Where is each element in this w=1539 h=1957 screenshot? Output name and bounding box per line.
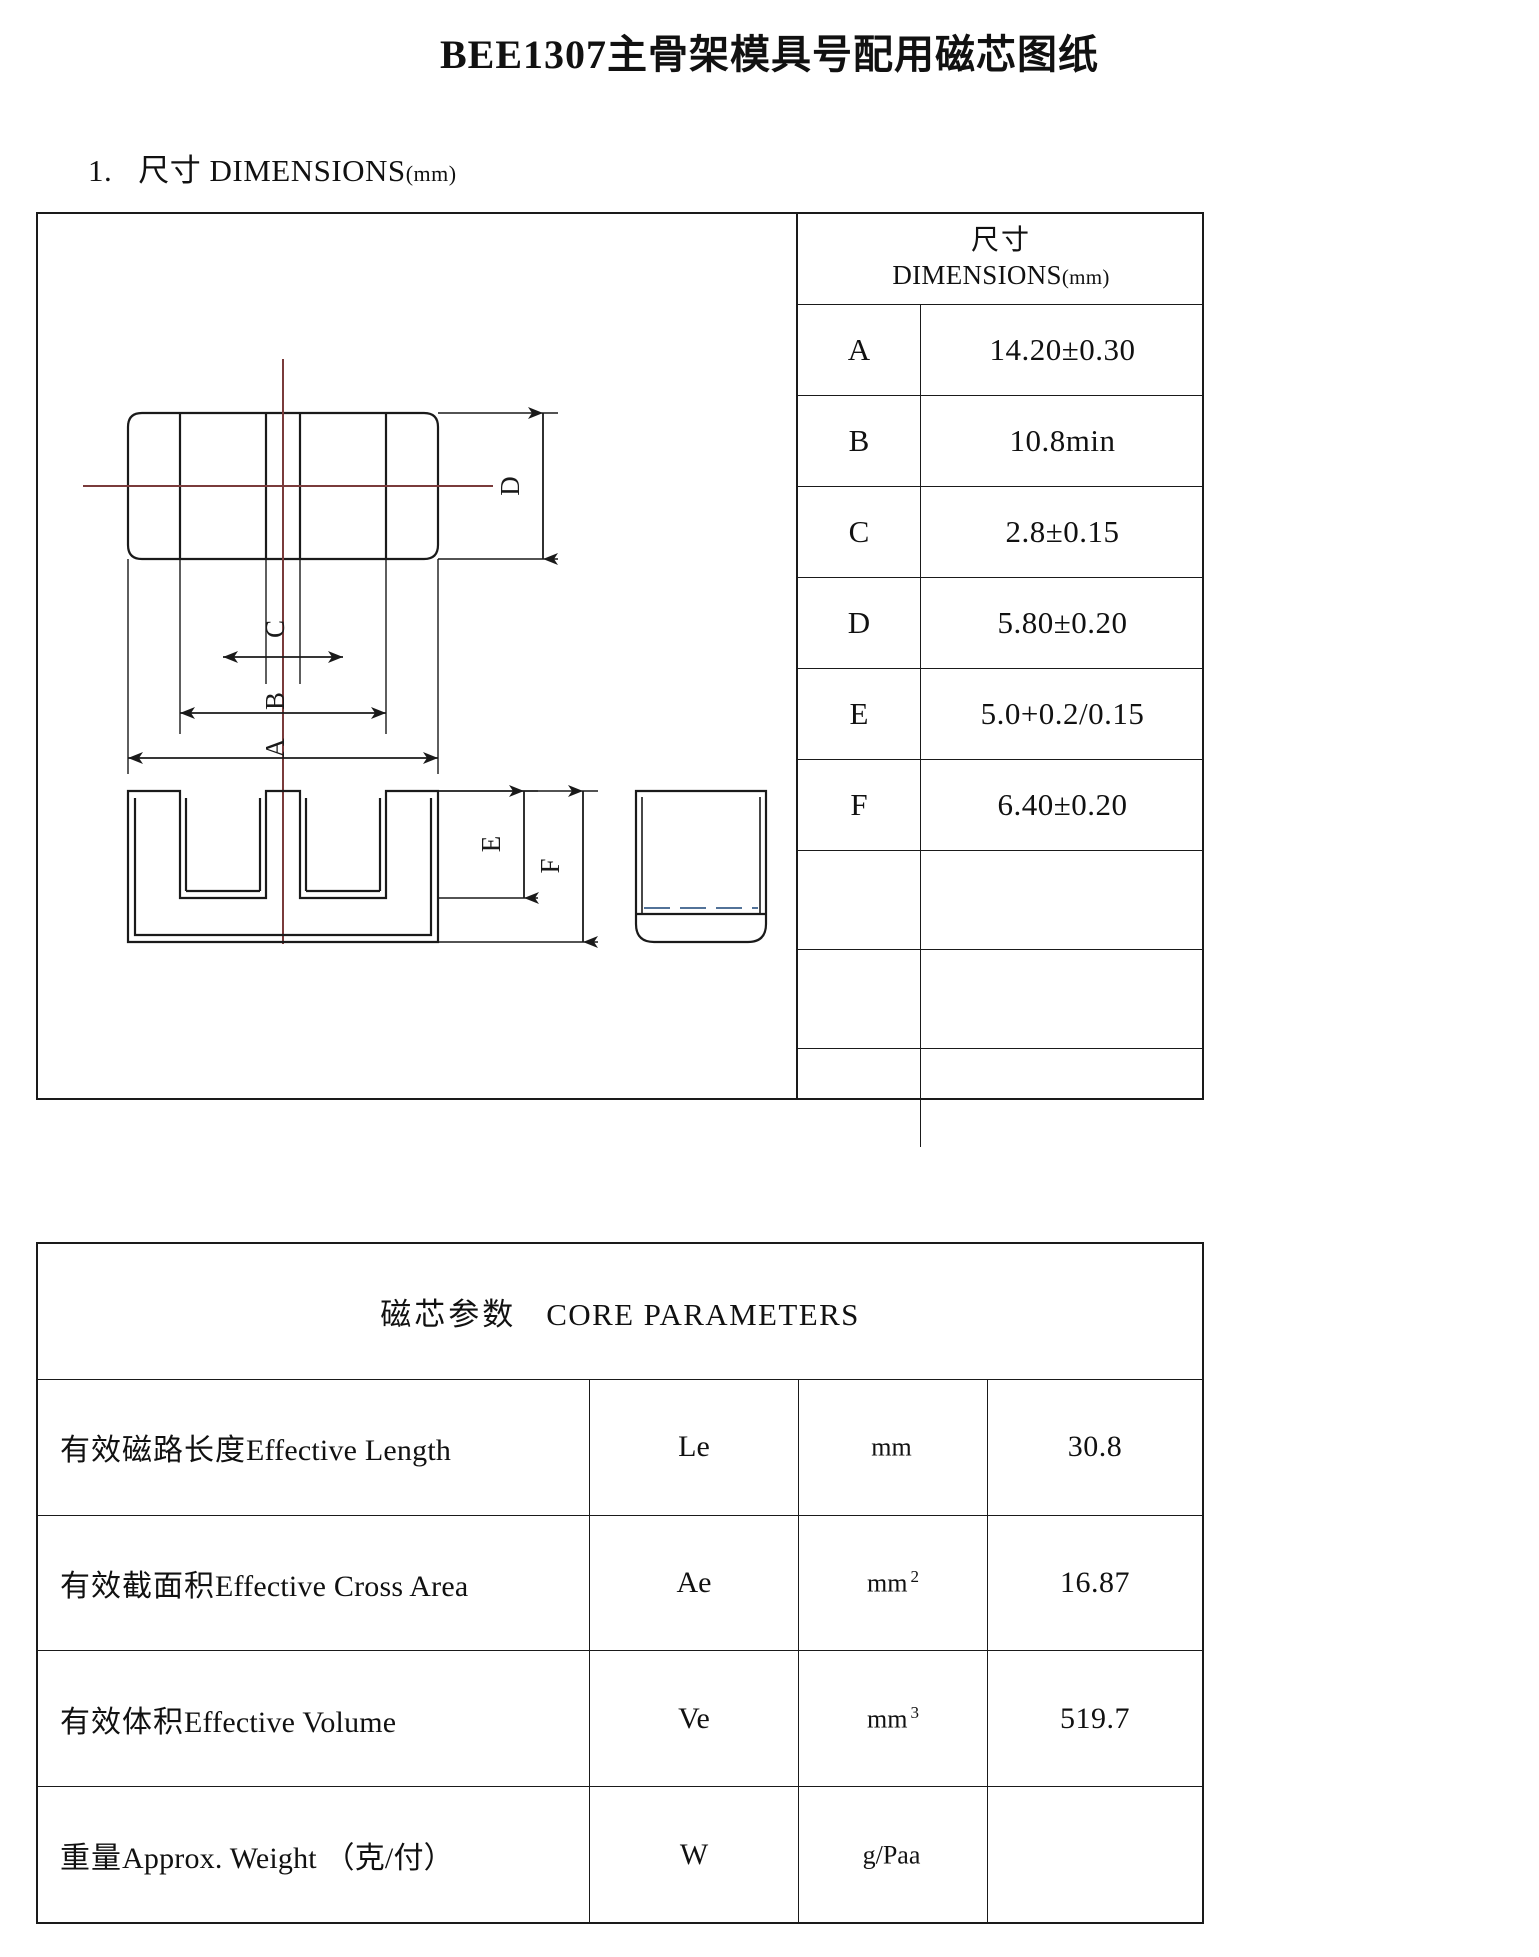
parameter-symbol: Ve (589, 1650, 799, 1788)
parameter-name: 有效截面积Effective Cross Area (38, 1514, 590, 1652)
dimension-e: E (438, 785, 539, 904)
parameter-value (987, 1786, 1202, 1922)
header-en: DIMENSIONS(mm) (892, 259, 1110, 290)
table-row-empty (798, 1048, 1204, 1147)
header-cn: 尺寸 (970, 225, 1031, 257)
top-view (126, 411, 440, 561)
block-divider (796, 214, 798, 1098)
dimension-c: C (223, 559, 343, 684)
parameter-value: 30.8 (987, 1378, 1202, 1516)
section-heading-dimensions: 1. 尺寸 DIMENSIONS(mm) (88, 145, 457, 190)
parameter-value: 16.87 (987, 1514, 1202, 1652)
dimension-symbol: F (798, 759, 921, 851)
core-parameters-table: 磁芯参数 CORE PARAMETERS 有效磁路长度Effective Leng… (38, 1244, 1202, 1922)
dimension-value: 2.8±0.15 (920, 486, 1204, 578)
dimension-label-b: B (260, 692, 290, 710)
parameter-unit: g/Paa (798, 1786, 988, 1922)
dimension-b: B (179, 559, 387, 734)
dimension-symbol: B (798, 395, 921, 487)
dimensions-block: C B A (36, 212, 1204, 1147)
dimensions-table-header: 尺寸 DIMENSIONS(mm) (798, 214, 1204, 305)
caption-cn: 磁芯参数 (380, 1296, 517, 1332)
parameter-symbol: W (589, 1786, 799, 1922)
parameter-name: 重量Approx. Weight （克/付） (38, 1786, 590, 1922)
parameter-unit: mm (798, 1378, 988, 1516)
section-heading-en: DIMENSIONS (209, 153, 406, 188)
dimension-symbol (798, 850, 921, 950)
parameter-name: 有效体积Effective Volume (38, 1650, 590, 1788)
table-row: 重量Approx. Weight （克/付） W g/Paa (38, 1786, 1202, 1922)
table-row-empty (798, 949, 1204, 1049)
parameter-value: 519.7 (987, 1650, 1202, 1788)
parameter-symbol: Le (589, 1378, 799, 1516)
dimension-label-f: F (535, 858, 565, 873)
dimension-value (920, 949, 1204, 1049)
core-parameters-block: 磁芯参数 CORE PARAMETERS 有效磁路长度Effective Leng… (36, 1242, 1204, 1924)
dimension-symbol: D (798, 577, 921, 669)
table-row-empty (798, 850, 1204, 950)
dimension-value: 5.80±0.20 (920, 577, 1204, 669)
parameter-name: 有效磁路长度Effective Length (38, 1378, 590, 1516)
dimension-label-a: A (260, 738, 290, 758)
dimension-symbol (798, 949, 921, 1049)
caption-en: CORE PARAMETERS (546, 1296, 860, 1332)
section-number: 1. (88, 153, 113, 188)
dimension-label-e: E (476, 836, 506, 853)
side-view (634, 789, 768, 944)
section-heading-unit: (mm) (405, 161, 457, 186)
table-header-row: 尺寸 DIMENSIONS(mm) (798, 214, 1204, 305)
core-drawing-svg: C B A (83, 359, 768, 948)
dimension-d: D (438, 407, 558, 565)
dimension-label-c: C (260, 620, 290, 638)
dimension-value: 5.0+0.2/0.15 (920, 668, 1204, 760)
core-parameters-caption: 磁芯参数 CORE PARAMETERS (38, 1244, 1202, 1380)
dimension-value: 14.20±0.30 (920, 304, 1204, 396)
core-drawing: C B A (38, 214, 794, 1098)
dimension-value: 10.8min (920, 395, 1204, 487)
dimension-a: A (127, 559, 439, 774)
dimension-symbol: C (798, 486, 921, 578)
page-title: BEE1307主骨架模具号配用磁芯图纸 (439, 32, 1100, 77)
parameter-symbol: Ae (589, 1514, 799, 1652)
core-caption-row: 磁芯参数 CORE PARAMETERS (38, 1244, 1202, 1380)
dimension-symbol: A (798, 304, 921, 396)
dimension-symbol (798, 1048, 921, 1147)
dimension-value (920, 1048, 1204, 1147)
dimension-symbol: E (798, 668, 921, 760)
dimension-value (920, 850, 1204, 950)
dimension-label-d: D (495, 476, 525, 496)
section-heading-cn: 尺寸 (138, 153, 202, 188)
dimension-f: F (438, 785, 598, 948)
dimension-value: 6.40±0.20 (920, 759, 1204, 851)
table-row: 有效磁路长度Effective Length Le mm 30.8 (38, 1378, 1202, 1516)
